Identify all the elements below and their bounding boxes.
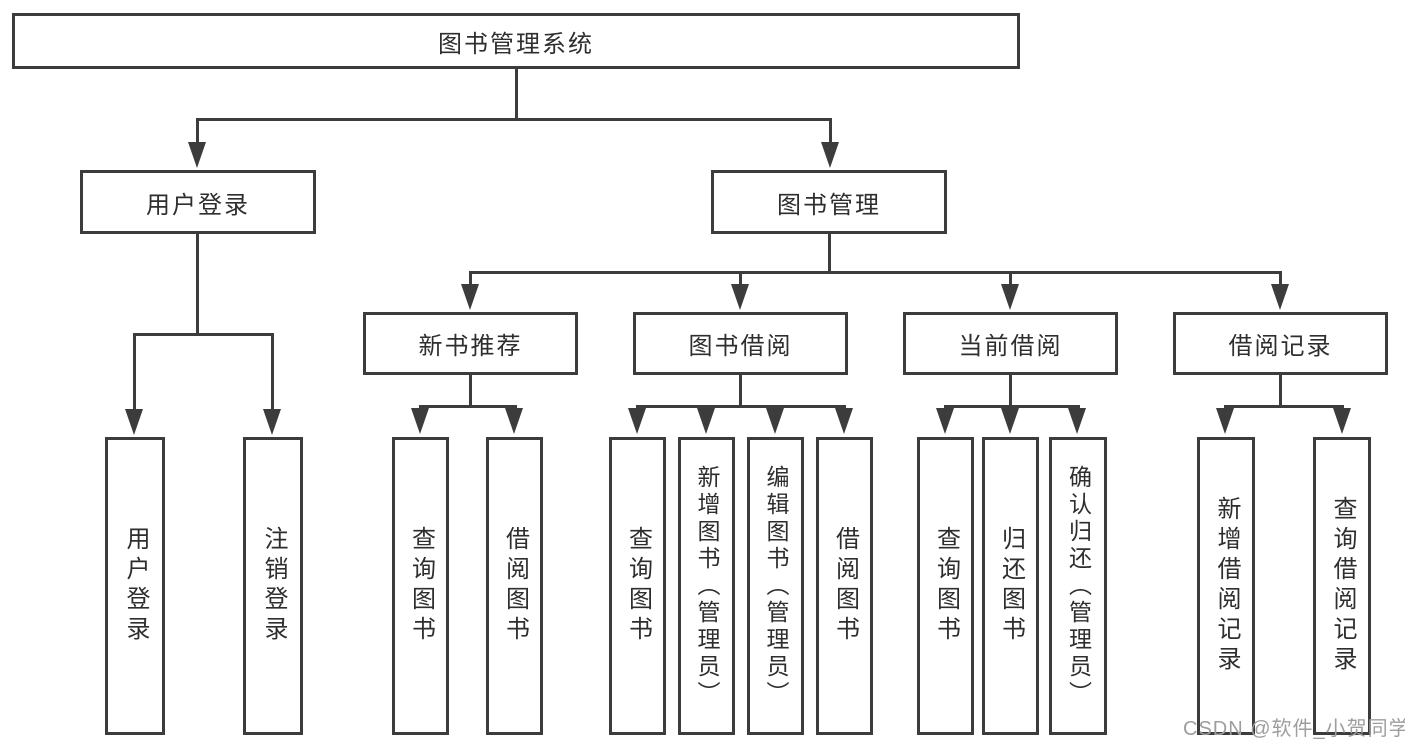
connector-line [1009,271,1012,286]
arrowhead-icon [1001,408,1019,434]
leaf-add-borrow-record: 新增借阅记录 [1197,437,1255,735]
connector-line [739,375,742,408]
connector-line [944,405,1080,408]
arrowhead-icon [411,408,429,434]
connector-line [739,271,742,286]
connector-line [133,333,274,336]
csdn-watermark: CSDN @软件_小贺同学 [1183,718,1405,740]
leaf-borrow-books: 借阅图书 [486,437,543,735]
connector-line [133,333,136,411]
arrowhead-icon [188,142,206,168]
connector-line [1279,271,1282,286]
connector-line [271,333,274,411]
connector-line [469,375,472,408]
connector-line [196,118,832,121]
connector-line [1224,405,1344,408]
leaf-return-books: 归还图书 [982,437,1039,735]
connector-line [828,234,831,274]
arrowhead-icon [821,142,839,168]
leaf-add-books-admin: 新增图书（管理员） [678,437,735,735]
connector-line [515,69,518,120]
leaf-query-books: 查询图书 [917,437,974,735]
node-book-borrow: 图书借阅 [633,312,848,375]
node-new-book-recommend: 新书推荐 [363,312,578,375]
connector-line [469,271,1282,274]
connector-line [196,234,199,335]
arrowhead-icon [697,408,715,434]
arrowhead-icon [1271,284,1289,310]
arrowhead-icon [1333,408,1351,434]
leaf-confirm-return-admin: 确认归还（管理员） [1049,437,1107,735]
node-root: 图书管理系统 [12,13,1020,69]
node-current-borrow: 当前借阅 [903,312,1118,375]
arrowhead-icon [731,284,749,310]
connector-line [1009,375,1012,408]
arrowhead-icon [505,408,523,434]
leaf-user-login: 用户登录 [105,437,165,735]
connector-line [1279,375,1282,408]
arrowhead-icon [1216,408,1234,434]
node-book-management: 图书管理 [711,170,947,234]
arrowhead-icon [263,409,281,435]
leaf-logout: 注销登录 [243,437,303,735]
leaf-borrow-books: 借阅图书 [816,437,873,735]
connector-line [469,271,472,286]
arrowhead-icon [1001,284,1019,310]
leaf-query-borrow-record: 查询借阅记录 [1313,437,1371,735]
arrowhead-icon [461,284,479,310]
connector-line [419,405,517,408]
arrowhead-icon [125,409,143,435]
connector-line [196,118,199,146]
arrowhead-icon [766,408,784,434]
arrowhead-icon [936,408,954,434]
leaf-query-books: 查询图书 [609,437,666,735]
arrowhead-icon [835,408,853,434]
connector-line [829,118,832,146]
node-borrow-records: 借阅记录 [1173,312,1388,375]
arrowhead-icon [628,408,646,434]
node-user-login: 用户登录 [80,170,316,234]
connector-line [636,405,846,408]
leaf-query-books: 查询图书 [392,437,449,735]
arrowhead-icon [1068,408,1086,434]
leaf-edit-books-admin: 编辑图书（管理员） [747,437,804,735]
